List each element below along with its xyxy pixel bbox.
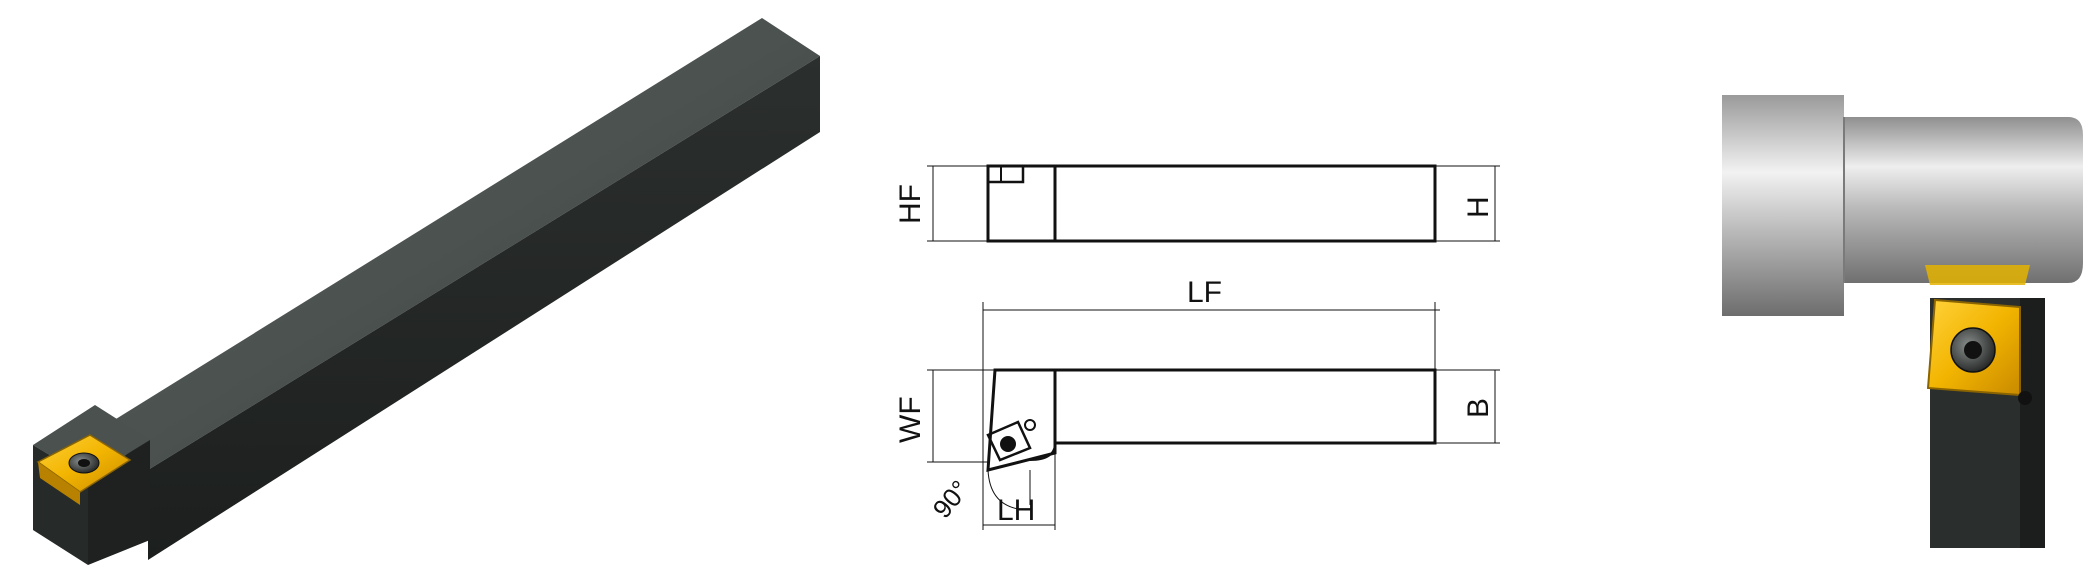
plan-view (927, 302, 1500, 530)
side-view (927, 164, 1500, 243)
dim-wf-label: WF (894, 396, 927, 443)
dim-b-label: B (1462, 398, 1495, 418)
torx-screw-icon (68, 452, 100, 474)
workpiece-view (1722, 95, 2083, 548)
holder-3d-view (33, 18, 820, 565)
insert-gold-edge (38, 462, 80, 505)
holder-top-face (95, 18, 820, 470)
dim-hf-label: HF (894, 184, 927, 224)
dim-h-label: H (1462, 196, 1495, 218)
workpiece-large-diameter (1722, 95, 1844, 316)
dim-lh-label: LH (997, 494, 1035, 527)
workpiece-small-diameter (1844, 117, 2083, 283)
dim-lf-label: LF (1187, 276, 1222, 309)
holder-side-face (148, 56, 820, 560)
dimension-drawing (927, 164, 1500, 530)
torx-screw-icon-right (1950, 327, 1996, 373)
dim-angle-label: 90° (927, 474, 975, 523)
